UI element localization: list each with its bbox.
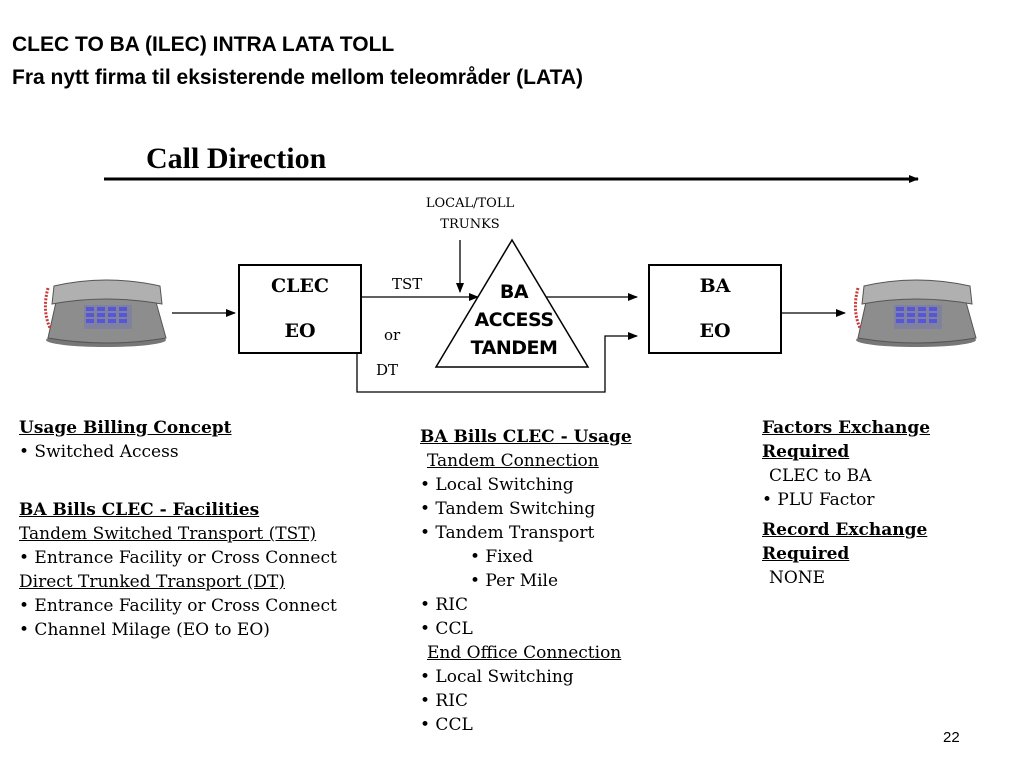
tandem-label-line3: TANDEM — [470, 337, 558, 359]
usage-heading: BA Bills CLEC - Usage — [420, 427, 632, 447]
list-subitem: • Per Mile — [470, 571, 559, 591]
telephone-right-icon — [853, 279, 977, 347]
ba-eo-box: BA EO — [648, 264, 782, 354]
factors-item-1: CLEC to BA — [769, 466, 872, 486]
usage-section: BA Bills CLEC - Usage Tandem Connection … — [420, 425, 632, 737]
dt-item-2: • Channel Milage (EO to EO) — [19, 620, 270, 640]
trunks-label: LOCAL/TOLL TRUNKS — [405, 193, 535, 235]
record-section: Record Exchange Required NONE — [762, 518, 927, 590]
trunks-label-line2: TRUNKS — [440, 217, 500, 232]
usage-billing-section: Usage Billing Concept • Switched Access — [19, 416, 232, 464]
page-number: 22 — [943, 729, 960, 746]
tandem-label: BA ACCESS TANDEM — [452, 278, 576, 362]
dt-item-1: • Entrance Facility or Cross Connect — [19, 596, 337, 616]
list-item: • Local Switching — [420, 667, 574, 687]
list-item: • RIC — [420, 595, 468, 615]
tst-label: TST — [392, 275, 423, 293]
slide-subtitle: Fra nytt firma til eksisterende mellom t… — [12, 66, 584, 89]
slide-title: CLEC TO BA (ILEC) INTRA LATA TOLL — [12, 33, 395, 56]
tandem-label-line1: BA — [499, 281, 529, 303]
dt-route-line — [356, 332, 638, 393]
or-label: or — [384, 326, 401, 344]
list-item: • CCL — [420, 715, 473, 735]
tandem-connection-subheading: Tandem Connection — [427, 451, 599, 471]
clec-box-line1: CLEC — [270, 275, 330, 297]
factors-item-2: • PLU Factor — [762, 490, 875, 510]
clec-eo-box: CLEC EO — [238, 264, 362, 354]
tandem-label-line2: ACCESS — [474, 309, 554, 331]
tst-subheading: Tandem Switched Transport (TST) — [19, 524, 317, 544]
list-subitem: • Fixed — [470, 547, 534, 567]
list-item: • RIC — [420, 691, 468, 711]
ba-box-line2: EO — [699, 320, 731, 342]
trunks-label-line1: LOCAL/TOLL — [425, 196, 515, 211]
record-heading-line1: Record Exchange — [762, 520, 928, 540]
list-item: • CCL — [420, 619, 473, 639]
list-item: • Local Switching — [420, 475, 574, 495]
list-item: • Tandem Transport — [420, 523, 595, 543]
list-item: • Tandem Switching — [420, 499, 596, 519]
factors-heading-line2: Required — [762, 442, 850, 462]
dt-subheading: Direct Trunked Transport (DT) — [19, 572, 286, 592]
tst-item: • Entrance Facility or Cross Connect — [19, 548, 337, 568]
clec-box-line2: EO — [284, 320, 316, 342]
tandem-triangle — [434, 238, 590, 368]
ba-box-line1: BA — [699, 275, 731, 297]
call-direction-label: Call Direction — [146, 142, 327, 175]
usage-billing-item: • Switched Access — [19, 442, 179, 462]
facilities-section: BA Bills CLEC - Facilities Tandem Switch… — [19, 498, 337, 642]
record-heading-line2: Required — [762, 544, 850, 564]
factors-heading-line1: Factors Exchange — [762, 418, 931, 438]
usage-billing-heading: Usage Billing Concept — [19, 418, 232, 438]
end-office-connection-subheading: End Office Connection — [427, 643, 622, 663]
factors-section: Factors Exchange Required CLEC to BA • P… — [762, 416, 930, 512]
facilities-heading: BA Bills CLEC - Facilities — [19, 500, 260, 520]
dt-label: DT — [376, 361, 399, 379]
telephone-left-icon — [43, 279, 167, 347]
record-item: NONE — [769, 568, 826, 588]
